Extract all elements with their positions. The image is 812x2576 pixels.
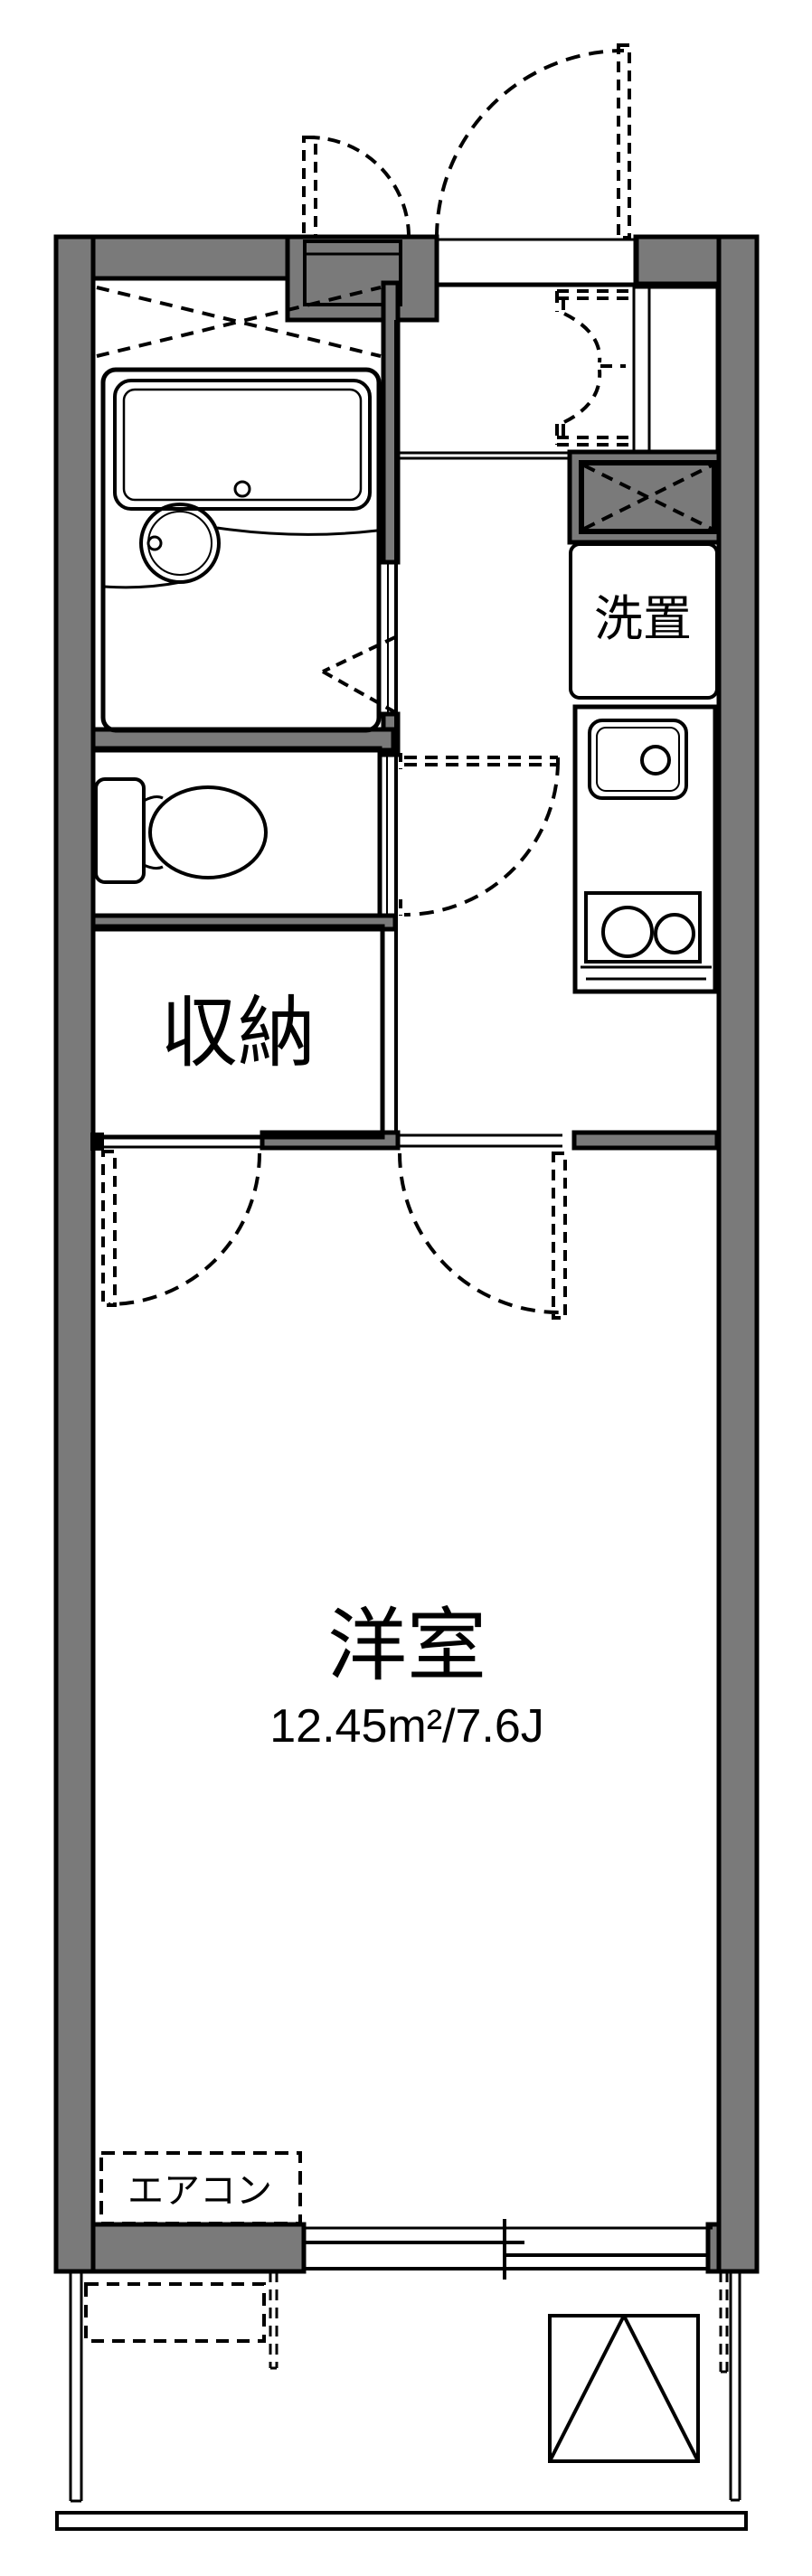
kitchen-sink-inner — [596, 727, 680, 792]
toilet-bowl — [148, 785, 268, 879]
entrance-door-swing — [435, 43, 631, 240]
closet-double-doors — [555, 289, 633, 447]
toilet-connector-top — [143, 795, 164, 803]
aircon-label: エアコン — [127, 2171, 272, 2211]
balcony-outer-rail — [55, 2511, 748, 2531]
room-door-right-leaf — [552, 1152, 567, 1320]
kitchen: 洗置 — [569, 542, 719, 994]
storage-label: 収納 — [160, 990, 316, 1076]
kitchen-counter — [572, 704, 718, 994]
western-room: 洋室 12.45m²/7.6J エアコン — [99, 1133, 567, 2225]
bathroom-folding-door — [322, 635, 396, 714]
bathtub-drain — [233, 480, 251, 498]
evacuation-hatch-diagonal-right — [622, 2315, 700, 2462]
washbasin-faucet — [146, 535, 163, 551]
balcony-window — [304, 2219, 713, 2280]
storage-room: 収納 — [90, 924, 385, 1140]
vanity-counter-line-right — [216, 526, 378, 536]
aircon-dashed-box — [99, 2151, 302, 2225]
meter-box-door-arc — [308, 136, 411, 238]
evacuation-hatch-box — [548, 2314, 700, 2463]
laundry-space — [569, 542, 719, 700]
meter-box-door-leaf — [302, 136, 317, 239]
refrigerator-space-x-mark — [583, 464, 713, 531]
washbasin — [139, 503, 221, 584]
kitchen-sink — [588, 719, 688, 800]
balcony-dashed-space — [84, 2282, 266, 2343]
balcony — [55, 2270, 748, 2531]
bathtub — [113, 379, 372, 511]
toilet-room — [90, 746, 388, 918]
toilet-door-swing — [399, 753, 560, 917]
meter-box — [303, 240, 402, 306]
balcony-partition-left — [269, 2271, 279, 2370]
room-door-left-swing — [101, 1150, 261, 1307]
balcony-rail-left — [69, 2271, 83, 2503]
meter-box-recess-wall — [285, 234, 439, 323]
stove-burner-left — [601, 906, 654, 958]
entrance-door-leaf — [617, 43, 631, 240]
room-door-right-arc — [398, 1152, 560, 1314]
evacuation-hatch-diagonal-left — [548, 2315, 626, 2462]
outer-wall-bottom-left — [53, 2222, 307, 2274]
shoe-cabinet-edge-strip — [632, 286, 651, 456]
bathroom — [96, 286, 396, 733]
outer-wall-left — [53, 234, 96, 2274]
refrigerator-space — [579, 460, 717, 534]
stove-burner-right — [654, 913, 695, 954]
laundry-label: 洗置 — [594, 592, 692, 646]
balcony-partition-right — [719, 2271, 729, 2374]
meter-box-door-swing — [302, 136, 411, 239]
kitchen-faucet — [640, 745, 671, 776]
toilet-room-floor — [90, 746, 382, 918]
washbasin-inner-line — [147, 511, 212, 576]
aircon-space — [99, 2151, 302, 2225]
walls — [53, 234, 760, 2274]
entrance-door-arc — [435, 49, 625, 239]
kitchen-stove — [584, 891, 702, 964]
overhead-shelf-x-mark — [96, 286, 382, 358]
balcony-rail-right — [729, 2270, 741, 2502]
shoe-cabinet — [647, 286, 719, 456]
western-room-area: 12.45m²/7.6J — [269, 1700, 544, 1753]
toilet-tank — [94, 777, 146, 884]
evacuation-hatch — [548, 2314, 700, 2463]
room-divider-wall-right — [571, 1130, 720, 1151]
bath-unit — [100, 367, 382, 733]
entrance-area — [395, 238, 722, 545]
room-door-right-swing — [398, 1152, 567, 1320]
bathtub-inner-line — [122, 388, 363, 502]
room-door-left-leaf — [101, 1150, 117, 1307]
vanity-counter-line-left — [103, 580, 182, 589]
outer-wall-right — [716, 234, 760, 2274]
room-door-left-arc — [108, 1152, 261, 1306]
toilet-door-arc — [403, 760, 560, 917]
toilet-connector-bottom — [143, 863, 164, 870]
western-room-label: 洋室 — [327, 1601, 486, 1690]
